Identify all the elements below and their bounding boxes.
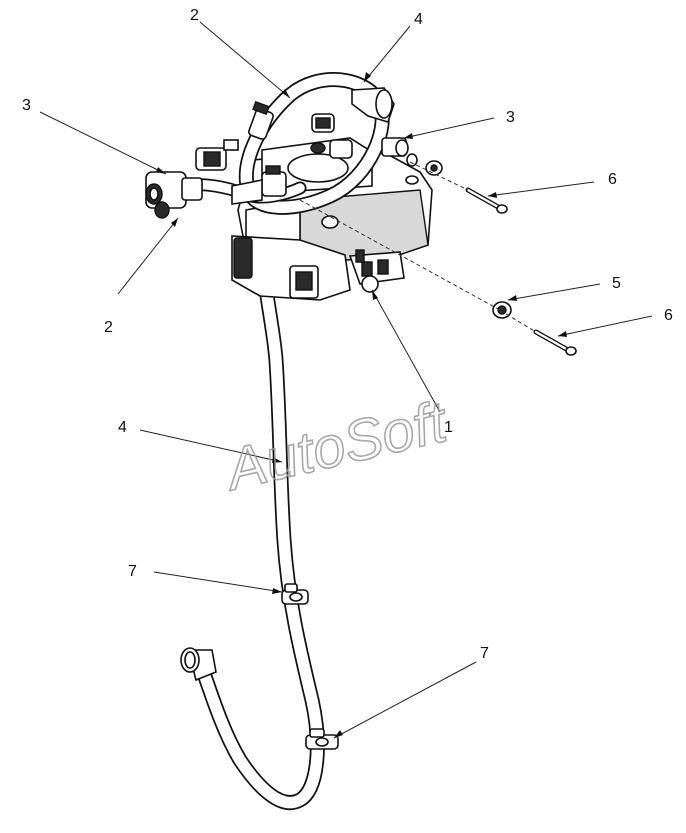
assembly-line-lower xyxy=(299,199,501,311)
bolt-top xyxy=(465,187,508,214)
washer-top xyxy=(425,160,443,176)
watermark-text: AutoSoft xyxy=(218,389,455,504)
bolt-lower xyxy=(533,329,577,356)
hose-clamp-lower xyxy=(305,728,339,750)
hose-clamp-upper xyxy=(281,583,309,605)
hose-end-elbow xyxy=(180,647,217,682)
callout-2-left: 2 xyxy=(104,319,113,336)
left-connector-harness xyxy=(145,139,307,219)
leader-lines xyxy=(39,21,653,739)
callout-labels: 2 4 3 3 6 2 5 6 4 1 7 7 xyxy=(22,7,673,662)
callout-3-left: 3 xyxy=(22,97,31,114)
hose-connector-top xyxy=(248,100,353,159)
callout-2-top: 2 xyxy=(190,7,199,24)
callout-6-bottom: 6 xyxy=(664,307,673,324)
upper-hose-loop xyxy=(238,72,395,215)
right-fitting xyxy=(381,137,418,167)
callout-1: 1 xyxy=(444,419,453,436)
washer-lower xyxy=(492,301,512,319)
pump-housing xyxy=(231,137,433,301)
callout-4-mid: 4 xyxy=(118,419,127,436)
callout-6-top: 6 xyxy=(608,171,617,188)
callout-5: 5 xyxy=(612,275,621,292)
assembly-line-lower-bolt xyxy=(505,313,537,333)
callout-7-bottom: 7 xyxy=(480,645,489,662)
coolant-hose xyxy=(192,207,325,811)
assembly-line-top xyxy=(409,161,469,191)
callout-3-right: 3 xyxy=(506,109,515,126)
callout-7-left: 7 xyxy=(128,563,137,580)
callout-4-top: 4 xyxy=(414,11,423,28)
